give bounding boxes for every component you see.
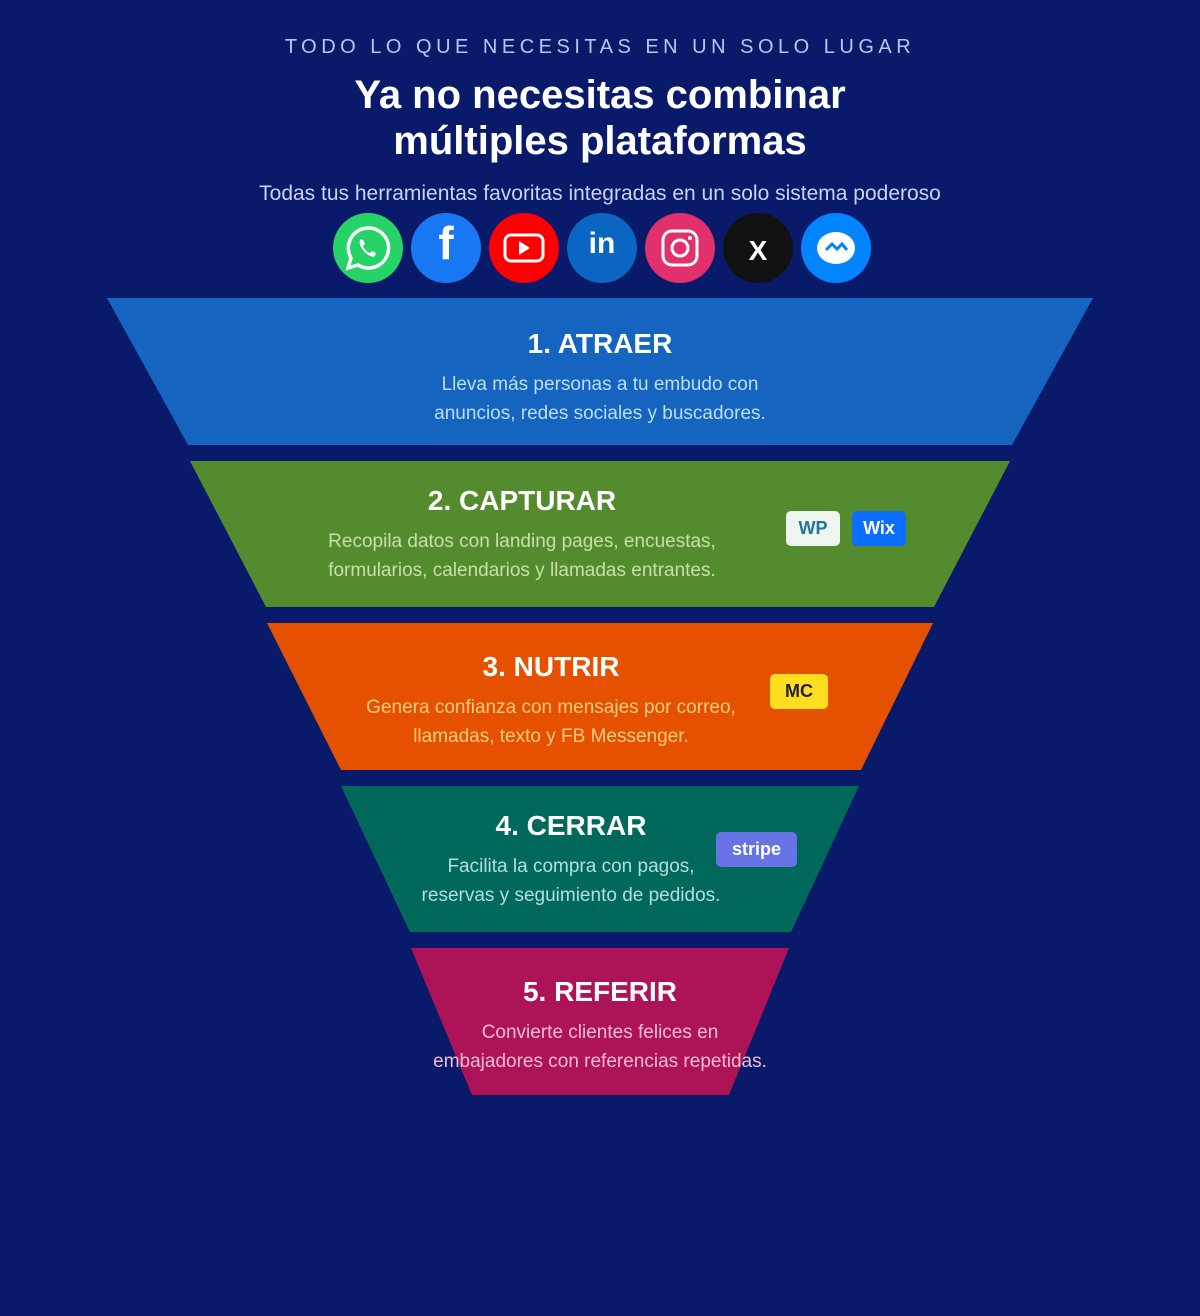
x-icon[interactable]: X [723,213,793,283]
youtube-icon[interactable] [489,213,559,283]
stage-referir: 5. REFERIR Convierte clientes felices en… [0,948,1200,1095]
wordpress-badge: WP [786,511,840,546]
stage-atraer: 1. ATRAER Lleva más personas a tu embudo… [0,298,1200,445]
stripe-badge: stripe [716,832,797,867]
mailchimp-badge: MC [770,674,828,709]
stage-desc: Facilita la compra con pagos,reservas y … [421,856,721,906]
stage-nutrir: 3. NUTRIR Genera confianza con mensajes … [0,623,1200,770]
subtitle: Todas tus herramientas favoritas integra… [259,182,941,205]
facebook-icon[interactable]: f [411,213,481,283]
stage-title: 3. NUTRIR [482,651,620,682]
stage-desc: Genera confianza con mensajes por correo… [366,697,736,747]
stage-title: 2. CAPTURAR [427,485,617,516]
whatsapp-icon[interactable] [333,213,403,283]
messenger-icon[interactable] [801,213,871,283]
linkedin-icon[interactable]: in [567,213,637,283]
stage-capturar: 2. CAPTURAR Recopila datos con landing p… [0,461,1200,607]
instagram-icon[interactable] [645,213,715,283]
stage-title: 4. CERRAR [495,810,647,841]
wix-badge: Wix [852,511,906,546]
kicker: TODO LO QUE NECESITAS EN UN SOLO LUGAR [284,36,916,58]
stage-title: 5. REFERIR [522,976,678,1007]
stage-desc: Recopila datos con landing pages, encues… [328,531,716,581]
stage-cerrar: 4. CERRAR Facilita la compra con pagos,r… [0,786,1200,932]
social-icons: f in X [333,213,871,283]
stage-title: 1. ATRAER [527,328,673,359]
